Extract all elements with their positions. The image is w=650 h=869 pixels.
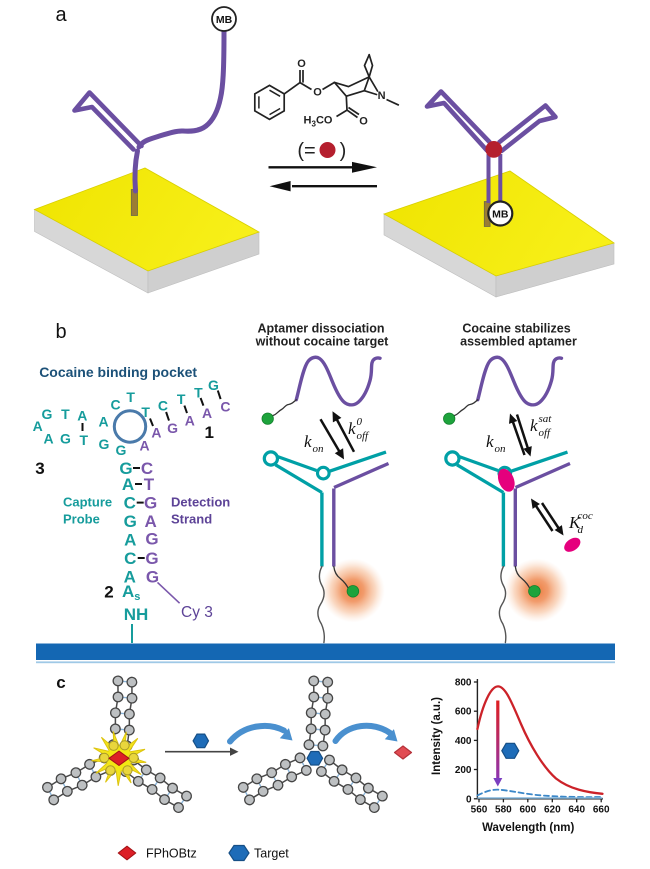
svg-text:(=: (= <box>297 140 315 162</box>
svg-text:T: T <box>194 385 203 401</box>
svg-text:A: A <box>122 475 134 494</box>
svg-text:Probe: Probe <box>63 512 100 527</box>
svg-text:H3CO: H3CO <box>304 115 333 129</box>
svg-text:A: A <box>124 567 136 586</box>
svg-text:T: T <box>61 406 70 422</box>
svg-text:G: G <box>146 567 159 586</box>
svg-text:A: A <box>151 425 161 441</box>
svg-text:660: 660 <box>593 805 610 816</box>
svg-text:Aptamer dissociation: Aptamer dissociation <box>257 322 384 336</box>
svg-text:coc: coc <box>578 510 593 522</box>
svg-text:1: 1 <box>204 423 213 442</box>
svg-text:C: C <box>158 398 168 414</box>
svg-text:A: A <box>185 413 195 429</box>
svg-text:C: C <box>141 459 153 478</box>
svg-text:Intensity (a.u.): Intensity (a.u.) <box>431 697 443 775</box>
svg-text:NH: NH <box>124 605 149 624</box>
svg-text:b: b <box>55 321 66 343</box>
svg-text:Target: Target <box>254 847 289 861</box>
svg-text:K: K <box>568 513 582 532</box>
svg-text:k: k <box>348 419 356 438</box>
svg-text:O: O <box>359 116 368 128</box>
svg-text:G: G <box>145 530 158 549</box>
svg-text:G: G <box>167 420 178 436</box>
svg-text:G: G <box>99 436 110 452</box>
svg-text:0: 0 <box>466 794 472 805</box>
svg-text:2: 2 <box>104 583 113 602</box>
svg-text:G: G <box>208 377 219 393</box>
svg-text:T: T <box>144 475 155 494</box>
svg-text:0: 0 <box>357 416 363 428</box>
svg-text:A: A <box>124 531 136 550</box>
svg-text:c: c <box>56 673 65 692</box>
svg-text:T: T <box>177 391 186 407</box>
svg-text:k: k <box>304 432 312 451</box>
svg-text:C: C <box>110 397 120 413</box>
svg-text:a: a <box>55 4 67 26</box>
svg-text:G: G <box>119 459 132 478</box>
svg-text:Cocaine binding pocket: Cocaine binding pocket <box>39 364 197 380</box>
svg-text:MB: MB <box>216 14 233 26</box>
svg-text:G: G <box>116 442 127 458</box>
svg-text:A: A <box>33 418 43 434</box>
svg-text:T: T <box>141 404 150 420</box>
svg-text:G: G <box>145 549 158 568</box>
svg-text:400: 400 <box>455 736 472 747</box>
svg-text:G: G <box>124 512 137 531</box>
svg-text:A: A <box>99 414 109 430</box>
svg-text:A: A <box>43 431 53 447</box>
svg-text:O: O <box>313 87 322 99</box>
svg-text:O: O <box>297 58 306 70</box>
svg-text:A: A <box>77 407 87 423</box>
svg-text:on: on <box>495 443 507 455</box>
svg-text:200: 200 <box>455 765 472 776</box>
svg-text:G: G <box>41 406 52 422</box>
svg-text:without cocaine target: without cocaine target <box>255 335 389 349</box>
svg-text:MB: MB <box>492 209 509 221</box>
svg-text:Strand: Strand <box>171 512 212 527</box>
svg-text:N: N <box>378 90 386 102</box>
svg-text:Cy 3: Cy 3 <box>181 604 213 621</box>
svg-text:d: d <box>578 524 584 536</box>
svg-text:580: 580 <box>495 805 512 816</box>
svg-text:C: C <box>220 399 230 415</box>
svg-text:off: off <box>539 427 553 439</box>
svg-text:G: G <box>144 494 157 513</box>
svg-text:C: C <box>124 549 136 568</box>
svg-text:sat: sat <box>539 413 553 425</box>
svg-text:Cocaine stabilizes: Cocaine stabilizes <box>462 322 570 336</box>
svg-text:640: 640 <box>568 805 585 816</box>
svg-text:Wavelength (nm): Wavelength (nm) <box>482 822 574 834</box>
svg-text:620: 620 <box>544 805 561 816</box>
svg-text:FPhOBtz: FPhOBtz <box>146 847 197 861</box>
svg-text:3: 3 <box>35 459 44 478</box>
svg-text:560: 560 <box>471 805 488 816</box>
svg-text:T: T <box>126 389 135 405</box>
svg-text:T: T <box>80 432 89 448</box>
svg-text:k: k <box>530 416 538 435</box>
svg-text:off: off <box>357 430 371 442</box>
svg-text:A: A <box>144 512 156 531</box>
svg-text:A: A <box>140 437 150 453</box>
svg-text:Detection: Detection <box>171 495 230 510</box>
svg-text:Capture: Capture <box>63 495 112 510</box>
svg-text:C: C <box>124 494 136 513</box>
svg-text:800: 800 <box>455 678 472 689</box>
svg-text:600: 600 <box>455 707 472 718</box>
svg-text:assembled aptamer: assembled aptamer <box>460 335 577 349</box>
svg-text:600: 600 <box>519 805 536 816</box>
svg-text:G: G <box>60 431 71 447</box>
svg-text:on: on <box>313 443 325 455</box>
svg-text:): ) <box>340 140 347 162</box>
svg-text:k: k <box>486 432 494 451</box>
svg-text:A: A <box>202 405 212 421</box>
